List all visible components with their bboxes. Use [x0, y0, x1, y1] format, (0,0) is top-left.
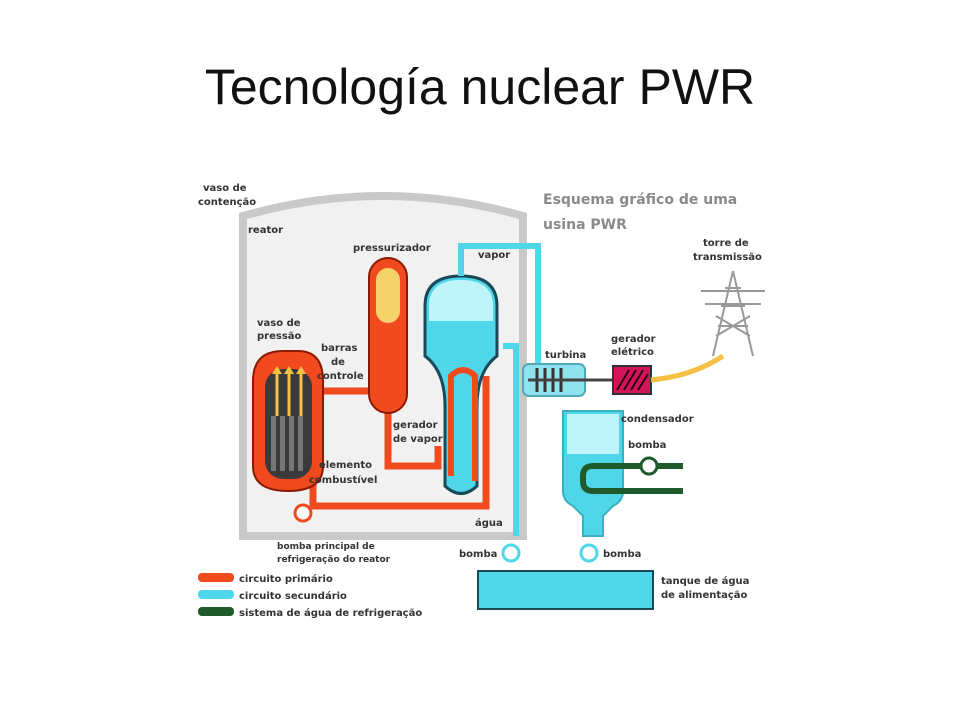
label-pressure-vessel-1: vaso de [257, 318, 301, 329]
condenser [562, 410, 624, 537]
label-pressurizer: pressurizador [353, 243, 431, 254]
label-control-rods-2: de [331, 357, 345, 368]
label-condensate-pump: bomba [603, 549, 641, 560]
pwr-diagram: vaso de contenção reator Esquema gráfico… [198, 183, 765, 619]
cooling-pump-icon [639, 456, 659, 476]
label-cooling-pump: bomba [628, 440, 666, 451]
label-feed-pump: bomba [459, 549, 497, 560]
label-pressure-vessel-2: pressão [257, 331, 302, 342]
transmission-tower [701, 270, 765, 357]
label-fuel-element-1: elemento [319, 460, 372, 471]
feed-water-tank [477, 570, 654, 610]
label-feed-tank-2: de alimentação [661, 590, 748, 601]
label-containment-2: contenção [198, 197, 256, 208]
label-tower-2: transmissão [693, 252, 762, 263]
transmission-line [650, 353, 725, 383]
legend-swatch-cooling [198, 607, 234, 616]
label-water: água [475, 517, 503, 529]
label-feed-tank-1: tanque de água [661, 575, 749, 587]
feed-pump-icon [501, 543, 521, 563]
legend-label-cooling: sistema de água de refrigeração [239, 607, 422, 619]
label-steam: vapor [478, 250, 510, 261]
label-generator-1: gerador [611, 334, 656, 345]
legend-swatch-primary [198, 573, 234, 582]
legend-label-secondary: circuito secundário [239, 590, 347, 602]
label-reactor: reator [248, 225, 283, 236]
legend-swatch-secondary [198, 590, 234, 599]
label-tower-1: torre de [703, 238, 749, 249]
control-rods [275, 371, 303, 416]
fuel-elements [271, 416, 303, 471]
steam-generator [423, 274, 499, 495]
electric-generator [612, 365, 652, 395]
label-control-rods-1: barras [321, 343, 358, 354]
main-coolant-pump-icon [293, 503, 313, 523]
diagram-heading-2: usina PWR [543, 217, 627, 233]
label-steam-generator-2: de vapor [393, 434, 443, 445]
legend: circuito primário circuito secundário si… [198, 573, 422, 619]
label-fuel-element-2: combustível [309, 474, 377, 486]
label-condenser: condensador [621, 414, 694, 425]
pressure-vessel [252, 350, 324, 493]
label-main-pump-2: refrigeração do reator [277, 555, 391, 565]
condensate-pump-icon [579, 543, 599, 563]
label-steam-generator-1: gerador [393, 420, 438, 431]
diagram-heading-1: Esquema gráfico de uma [543, 192, 737, 208]
pressurizer [368, 257, 408, 414]
slide-title: Tecnología nuclear PWR [204, 59, 756, 115]
label-generator-2: elétrico [611, 346, 654, 358]
label-containment-1: vaso de [203, 183, 247, 194]
label-turbine: turbina [545, 350, 586, 361]
turbine [522, 363, 613, 397]
label-main-pump-1: bomba principal de [277, 542, 375, 552]
label-control-rods-3: controle [317, 371, 364, 382]
legend-label-primary: circuito primário [239, 573, 333, 585]
control-rod-arrows [272, 366, 306, 374]
cooling-water-circuit [580, 463, 683, 494]
